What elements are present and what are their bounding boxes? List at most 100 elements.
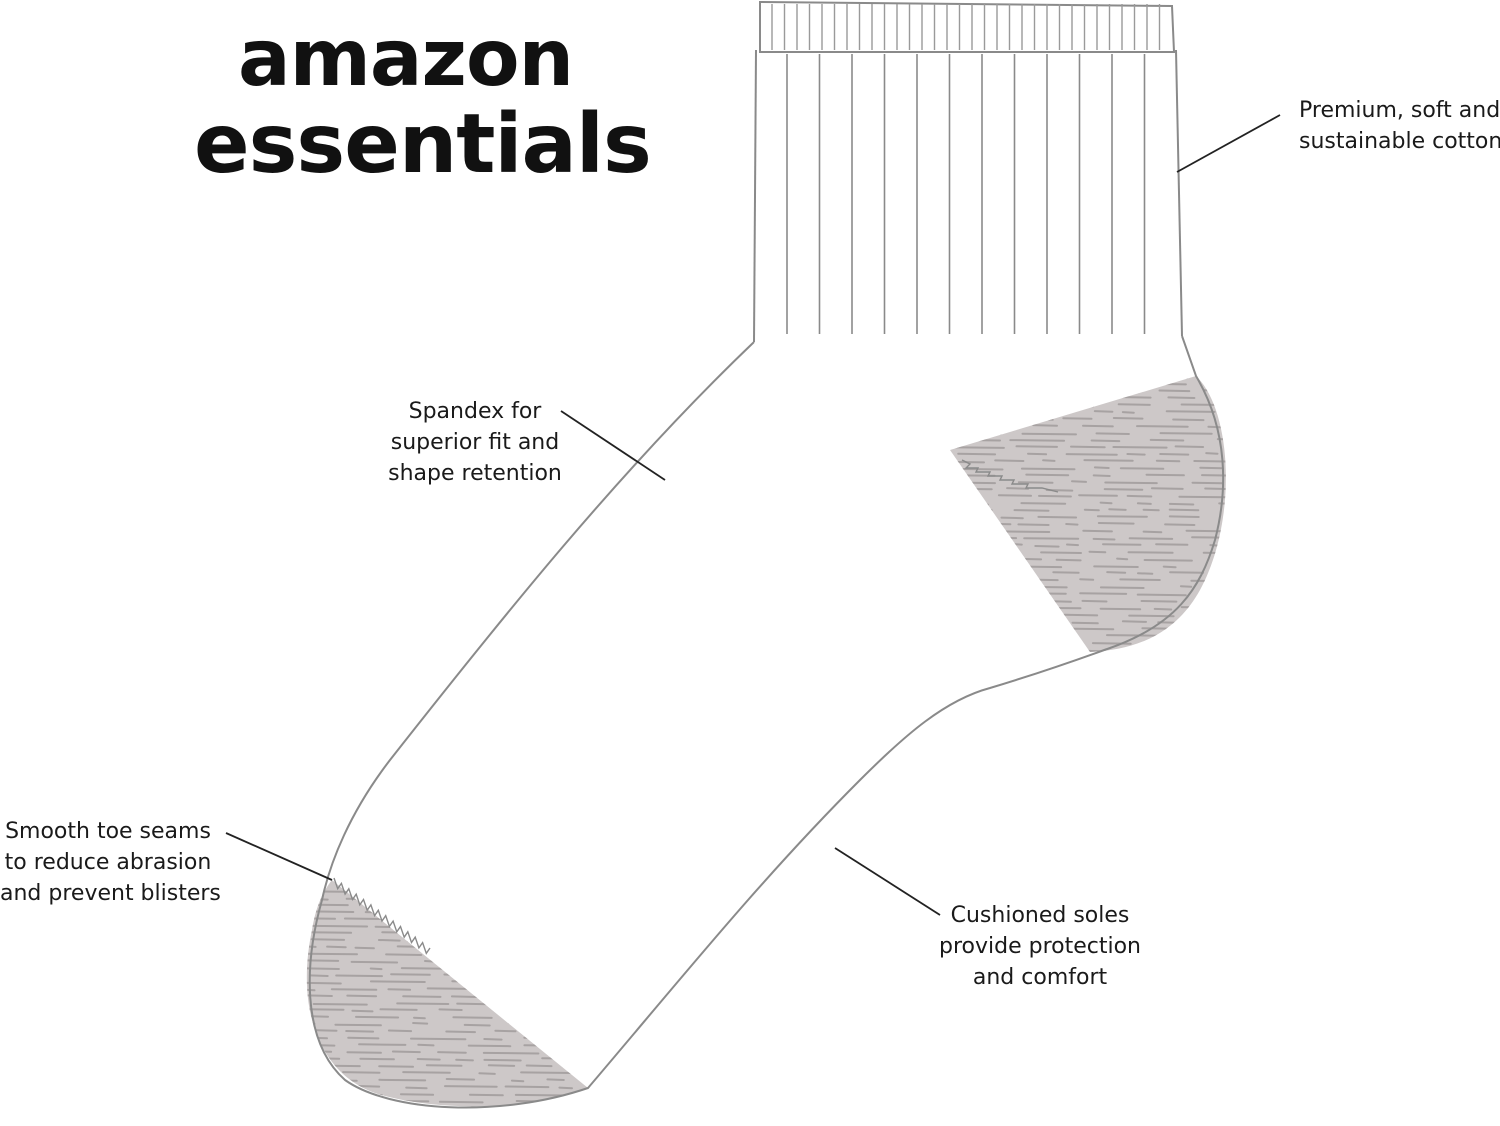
heather-streak bbox=[1037, 515, 1078, 519]
heather-streak bbox=[1153, 607, 1173, 611]
heather-streak bbox=[1205, 452, 1219, 455]
heather-streak bbox=[438, 1100, 484, 1104]
heather-streak bbox=[424, 960, 437, 963]
heather-streak bbox=[950, 536, 973, 540]
heather-streak bbox=[1099, 586, 1145, 589]
heather-streak bbox=[387, 1029, 413, 1033]
heather-streak bbox=[1168, 508, 1200, 512]
heather-streak bbox=[311, 924, 369, 928]
heather-streak bbox=[1152, 641, 1177, 644]
heather-streak bbox=[1009, 439, 1066, 442]
heather-streak bbox=[600, 940, 617, 941]
heather-streak bbox=[326, 945, 347, 949]
heather-streak bbox=[516, 911, 555, 915]
heather-streak bbox=[483, 1058, 522, 1062]
heather-streak bbox=[1146, 658, 1161, 659]
heather-streak bbox=[306, 1092, 315, 1095]
heather-streak bbox=[598, 877, 618, 878]
heather-streak bbox=[1022, 578, 1059, 582]
leg-ribs bbox=[786, 54, 1146, 334]
heather-streak bbox=[1190, 634, 1226, 637]
heather-streak bbox=[526, 932, 548, 936]
heather-streak bbox=[1017, 481, 1054, 484]
heather-streak bbox=[1150, 487, 1184, 490]
heather-streak bbox=[1128, 537, 1174, 540]
heather-streak bbox=[1233, 615, 1285, 616]
heather-streak bbox=[568, 1008, 588, 1012]
heather-streak bbox=[536, 995, 556, 998]
heather-streak bbox=[1002, 376, 1059, 378]
heather-streak bbox=[1093, 565, 1139, 568]
heather-streak bbox=[1034, 545, 1060, 548]
heather-streak bbox=[1117, 403, 1151, 406]
heather-streak bbox=[1082, 382, 1135, 386]
heather-streak bbox=[538, 877, 583, 878]
heather-streak bbox=[1013, 509, 1050, 512]
heather-streak bbox=[1202, 551, 1226, 555]
heather-streak bbox=[482, 890, 505, 894]
heather-streak bbox=[994, 459, 1025, 462]
heather-streak bbox=[399, 1093, 435, 1096]
heather-streak bbox=[542, 1002, 560, 1006]
heather-streak bbox=[529, 967, 577, 971]
heather-streak bbox=[1206, 641, 1226, 645]
heather-streak bbox=[586, 904, 588, 908]
heather-streak bbox=[1219, 658, 1252, 659]
heather-streak bbox=[1204, 487, 1226, 491]
heather-streak bbox=[1159, 432, 1213, 435]
heather-streak bbox=[306, 883, 325, 887]
heather-streak bbox=[950, 389, 965, 392]
heather-streak bbox=[1111, 371, 1134, 372]
heather-streak bbox=[1224, 523, 1226, 527]
heather-streak bbox=[1151, 376, 1189, 379]
heather-streak bbox=[950, 446, 1005, 449]
heather-streak bbox=[308, 910, 355, 913]
heather-streak bbox=[565, 981, 581, 984]
heather-streak bbox=[405, 904, 452, 908]
heather-streak bbox=[1017, 523, 1050, 526]
heather-streak bbox=[1099, 501, 1113, 505]
leader-spandex bbox=[560, 410, 666, 481]
heather-streak bbox=[334, 1023, 382, 1027]
brand-logo-amazon: amazon bbox=[238, 14, 574, 104]
heather-streak bbox=[1178, 495, 1226, 499]
heather-streak bbox=[438, 1008, 463, 1011]
heather-streak bbox=[1035, 620, 1049, 624]
leader-cotton bbox=[1176, 114, 1281, 173]
heather-streak bbox=[307, 1079, 358, 1082]
heather-streak bbox=[1168, 515, 1200, 518]
heather-streak bbox=[994, 403, 1026, 406]
heather-streak bbox=[346, 1051, 382, 1054]
heather-streak bbox=[1136, 502, 1152, 505]
heather-streak bbox=[593, 1017, 622, 1018]
heather-streak bbox=[1206, 627, 1226, 631]
callout-spandex: Spandex for superior fit and shape reten… bbox=[380, 396, 570, 489]
heather-streak bbox=[1190, 369, 1230, 370]
heather-streak bbox=[346, 994, 378, 998]
heather-streak bbox=[1000, 370, 1030, 371]
heather-streak bbox=[1097, 522, 1135, 525]
heather-streak bbox=[1014, 557, 1043, 561]
heather-streak bbox=[306, 1085, 338, 1089]
heather-streak bbox=[1070, 445, 1106, 449]
heather-streak bbox=[557, 938, 583, 941]
heather-streak bbox=[412, 896, 463, 900]
heather-streak bbox=[581, 960, 588, 964]
heather-streak bbox=[478, 904, 507, 908]
heather-streak bbox=[390, 973, 431, 976]
heather-streak bbox=[520, 1071, 574, 1074]
heather-streak bbox=[307, 898, 329, 901]
heather-streak bbox=[998, 613, 1052, 616]
heather-streak bbox=[1079, 578, 1095, 581]
heather-streak bbox=[1169, 571, 1205, 574]
leg-right-edge bbox=[1175, 49, 1183, 337]
heather-streak bbox=[309, 878, 324, 879]
heather-streak bbox=[1168, 502, 1195, 506]
heather-streak bbox=[596, 892, 607, 893]
heather-streak bbox=[1022, 628, 1053, 631]
heather-streak bbox=[1078, 494, 1118, 497]
heather-streak bbox=[585, 966, 588, 970]
heather-streak bbox=[1077, 376, 1133, 378]
heather-streak bbox=[444, 869, 496, 870]
